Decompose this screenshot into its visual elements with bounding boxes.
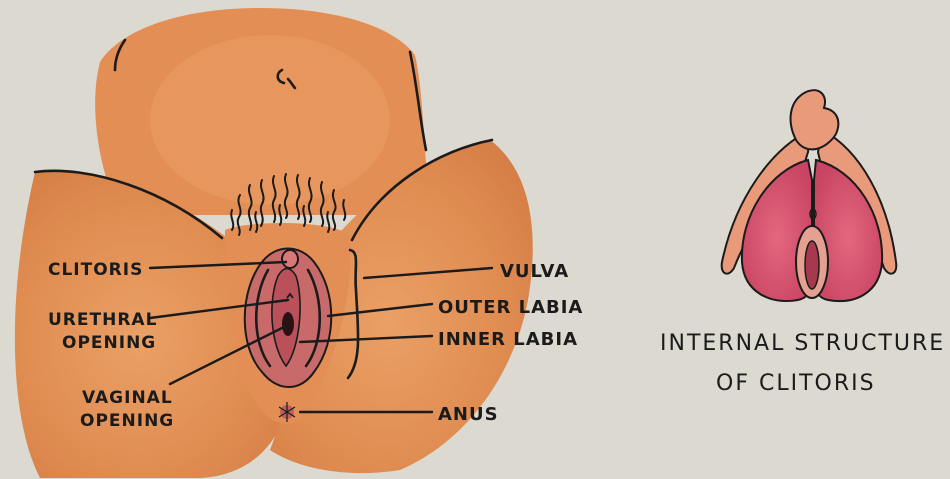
label-outer-labia: OUTER LABIA [438,297,583,318]
clitoris [282,250,298,268]
label-inner-labia: INNER LABIA [438,329,578,350]
caption-line2: OF CLITORIS [716,371,876,396]
label-urethral-line2: OPENING [62,333,156,353]
label-urethral-line1: URETHRAL [48,310,157,330]
label-vaginal-line1: VAGINAL [82,388,173,408]
caption-line1: INTERNAL STRUCTURE [660,331,945,356]
vaginal-opening [282,312,294,336]
label-vulva: VULVA [500,261,569,282]
label-anus: ANUS [438,404,499,425]
label-clitoris: CLITORIS [48,260,143,280]
internal-clitoris-illustration [722,90,897,301]
label-vaginal-line2: OPENING [80,411,174,431]
caption: INTERNAL STRUCTURE OF CLITORIS [660,331,945,396]
clitoral-glans [791,90,839,149]
